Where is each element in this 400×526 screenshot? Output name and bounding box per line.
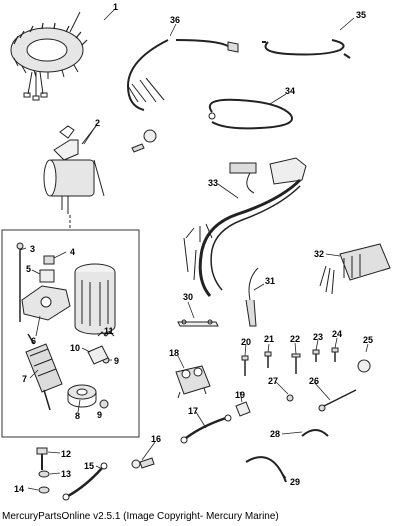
callout-2: 2 (95, 118, 100, 128)
callout-32: 32 (314, 249, 324, 259)
end-cap-part-6[interactable] (21, 285, 71, 321)
callout-23: 23 (313, 332, 323, 342)
callout-8: 8 (75, 411, 80, 421)
screw-part-20[interactable] (241, 355, 249, 376)
armature-part-7[interactable] (25, 333, 63, 411)
callout-19: 19 (235, 390, 245, 400)
solenoid-part-18[interactable] (175, 365, 211, 399)
through-bolt-part-3[interactable] (16, 242, 24, 322)
callout-3: 3 (30, 244, 35, 254)
callout-17: 17 (188, 406, 198, 416)
nut-part-4[interactable] (43, 255, 55, 265)
callout-15: 15 (84, 461, 94, 471)
copyright-footer: MercuryPartsOnline v2.5.1 (Image Copyrig… (2, 511, 279, 522)
callout-34: 34 (285, 86, 295, 96)
nut-part-14[interactable] (38, 486, 50, 494)
sensor-part-31[interactable] (245, 267, 259, 327)
grommet-part-25[interactable] (357, 359, 371, 373)
ignition-harness-part-36[interactable] (126, 39, 239, 153)
callout-5: 5 (26, 264, 31, 274)
callout-14: 14 (14, 484, 24, 494)
callout-27: 27 (268, 376, 278, 386)
starter-frame (74, 263, 116, 335)
callout-10: 10 (70, 343, 80, 353)
cable-part-34[interactable] (208, 98, 293, 130)
stator-part-1[interactable] (10, 11, 88, 101)
callout-31: 31 (265, 276, 275, 286)
strap-part-29[interactable] (245, 456, 287, 483)
callout-1: 1 (113, 2, 118, 12)
screw-part-24[interactable] (331, 347, 339, 362)
clamp-part-19[interactable] (235, 401, 251, 417)
callout-16: 16 (151, 434, 161, 444)
callout-29: 29 (290, 477, 300, 487)
starter-breakdown-box (1, 229, 140, 438)
callout-30: 30 (183, 292, 193, 302)
bolt-part-12[interactable] (36, 447, 48, 470)
washer-part-9-b[interactable] (99, 399, 109, 409)
drive-head-part-8[interactable] (67, 384, 97, 408)
callout-21: 21 (264, 334, 274, 344)
nut-part-27[interactable] (286, 394, 294, 402)
callout-6: 6 (31, 336, 36, 346)
callout-9: 9 (114, 356, 119, 366)
callout-13: 13 (61, 469, 71, 479)
spring-part-11[interactable] (97, 331, 115, 337)
callout-12: 12 (61, 449, 71, 459)
bendix-part-10[interactable] (87, 345, 109, 365)
screw-part-23[interactable] (312, 349, 320, 362)
callout-25: 25 (363, 335, 373, 345)
bolt-part-26[interactable] (318, 389, 357, 412)
rectifier-part-32[interactable] (319, 243, 391, 295)
callout-36: 36 (170, 15, 180, 25)
brush-part-5[interactable] (39, 269, 55, 283)
leader-lines (19, 7, 369, 491)
washer-part-13[interactable] (38, 470, 50, 478)
callout-11: 11 (104, 326, 114, 336)
callout-18: 18 (169, 348, 179, 358)
callout-28: 28 (270, 429, 280, 439)
cable-part-35[interactable] (262, 39, 351, 59)
callout-24: 24 (332, 329, 342, 339)
callout-7: 7 (22, 374, 27, 384)
callout-labels: 1 2 3 4 5 6 7 8 9 9 10 11 12 13 14 15 16… (14, 2, 373, 494)
terminal-part-16[interactable] (131, 457, 155, 469)
strap-part-28[interactable] (301, 429, 329, 437)
callout-4: 4 (70, 247, 75, 257)
starter-motor-part-2[interactable] (43, 125, 105, 214)
screw-part-22[interactable] (291, 353, 301, 374)
callout-9-b: 9 (97, 410, 102, 420)
callout-26: 26 (309, 376, 319, 386)
callout-22: 22 (290, 334, 300, 344)
callout-20: 20 (241, 337, 251, 347)
cable-part-17[interactable] (180, 414, 232, 444)
bracket-part-30[interactable] (177, 319, 219, 327)
screw-part-21[interactable] (264, 351, 272, 368)
cable-part-15[interactable] (62, 462, 108, 501)
wiring-harness-part-33[interactable] (183, 157, 307, 297)
callout-35: 35 (356, 10, 366, 20)
callout-33: 33 (208, 178, 218, 188)
